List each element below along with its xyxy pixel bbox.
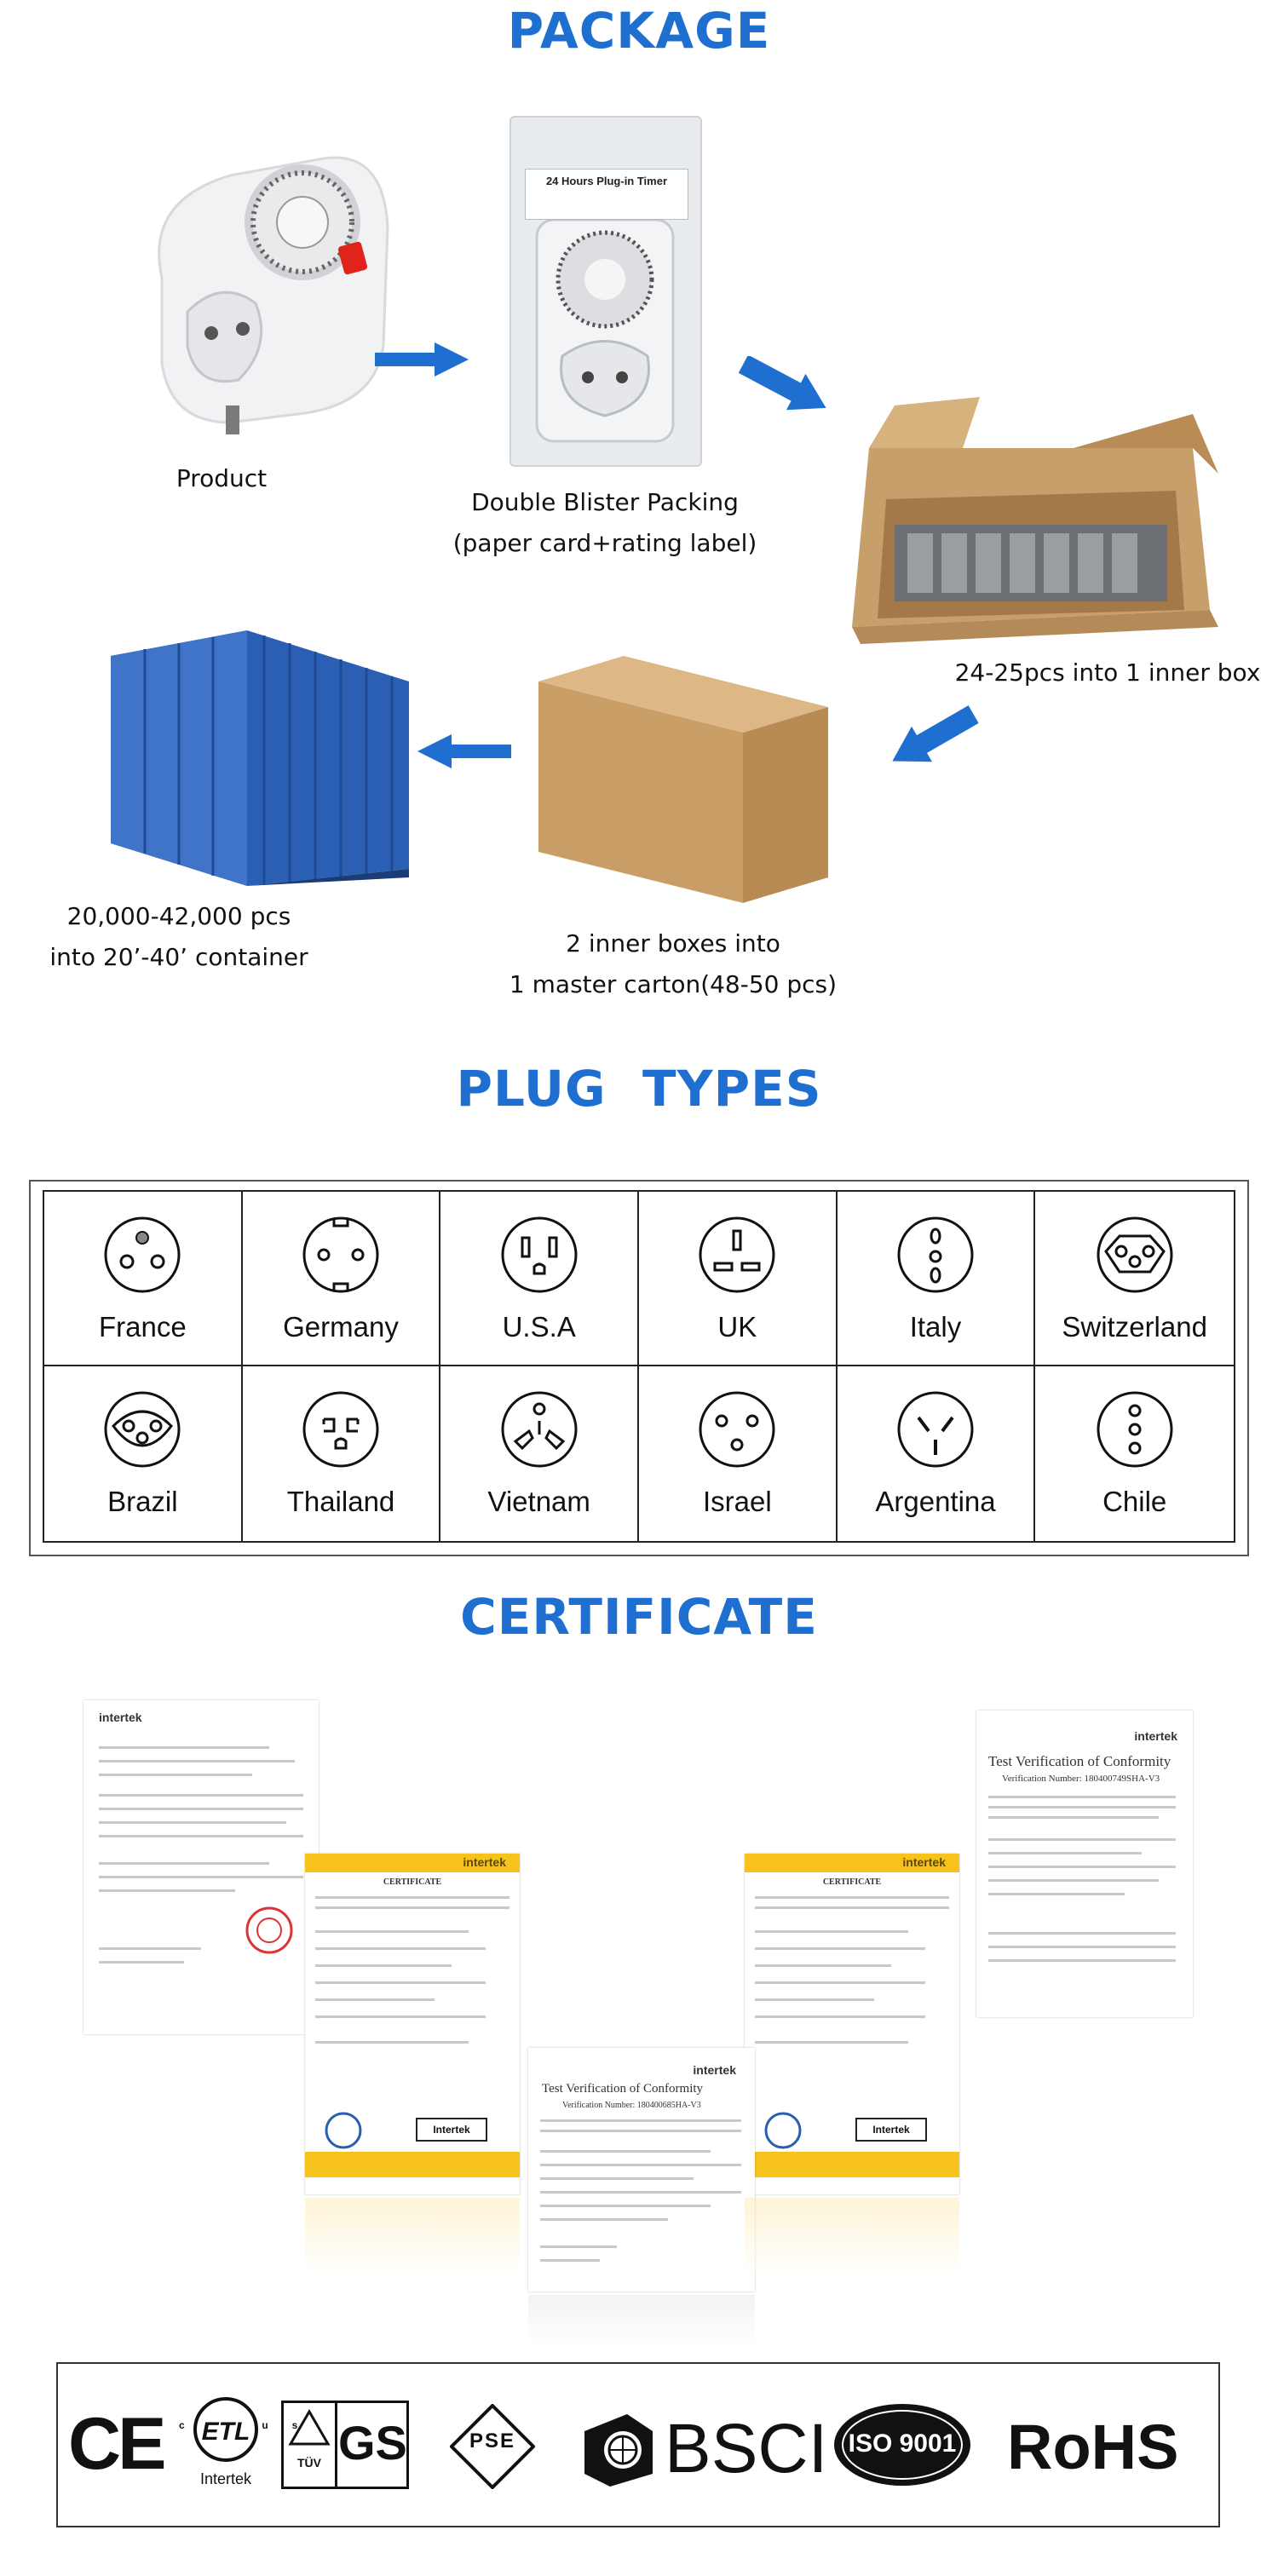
gs-mark-icon: Intertek [855,2118,927,2142]
blister-caption-line2: (paper card+rating label) [452,529,757,557]
certificate-label: CERTIFICATE [822,1877,882,1887]
plug-label: UK [717,1311,757,1343]
plug-label: Switzerland [1062,1311,1207,1343]
verification-number: Verification Number: 180400685HA-V3 [562,2101,701,2110]
arrow-right-icon [375,342,469,377]
plug-cell-vietnam: Vietnam [440,1366,639,1541]
certificate-reflection [305,2198,520,2274]
plug-france-icon [104,1216,181,1293]
plug-label: Germany [283,1311,399,1343]
plug-chile-icon [1097,1391,1173,1468]
plug-brazil-icon [104,1391,181,1468]
plug-cell-switzerland: Switzerland [1035,1192,1234,1366]
master-carton-image [530,656,837,903]
intertek-logo: intertek [1134,1729,1177,1743]
plug-cell-germany: Germany [242,1192,441,1366]
blister-caption-line1: Double Blister Packing [471,488,739,516]
gs-mark-icon: Intertek [416,2118,487,2142]
certificate-heading: CERTIFICATE [460,1588,818,1646]
verification-title: Test Verification of Conformity [988,1753,1172,1769]
verification-number: Verification Number: 180400749SHA-V3 [1002,1774,1160,1784]
certificate-doc-center: intertek Test Verification of Conformity… [528,2048,755,2291]
plug-label: Argentina [875,1486,996,1517]
plug-label: Vietnam [487,1486,590,1517]
arrow-down-left-icon [886,704,980,772]
package-heading: PACKAGE [507,2,771,60]
plug-cell-brazil: Brazil [44,1366,243,1541]
plug-germany-icon [302,1216,379,1293]
etl-mark-icon: ETL c us Intertek [179,2395,297,2498]
plug-cell-usa: U.S.A [440,1192,639,1366]
plug-label: U.S.A [502,1311,576,1343]
certification-marks-bar [56,2362,1220,2527]
plug-label: Israel [702,1486,772,1517]
container-caption-line2: into 20’-40’ container [49,943,308,971]
ce-mark-icon: CE [68,2403,166,2485]
plug-cell-israel: Israel [639,1366,838,1541]
certificate-doc-left: intertek [83,1700,319,2034]
tuv-gs-mark-icon: TÜV GS [281,2401,409,2489]
product-image [128,150,400,448]
verification-title: Test Verification of Conformity [542,2082,704,2096]
container-caption-line1: 20,000-42,000 pcs [66,902,291,930]
plug-label: France [98,1311,187,1343]
plug-label: Italy [909,1311,962,1343]
pse-mark-icon: PSE [449,2403,536,2490]
blister-pack-image: 24 Hours Plug-in Timer [509,116,702,467]
shipping-container-image [94,630,417,886]
product-caption: Product [176,464,268,492]
plug-cell-argentina: Argentina [838,1366,1036,1541]
plug-thailand-icon [302,1391,379,1468]
plug-label: Chile [1102,1486,1167,1517]
certificate-label: CERTIFICATE [383,1877,442,1887]
plug-cell-chile: Chile [1035,1366,1234,1541]
intertek-logo: intertek [902,1855,946,1869]
plug-label: Thailand [286,1486,395,1517]
plug-cell-thailand: Thailand [243,1366,441,1541]
certificate-card-right: intertek CERTIFICATE Intertek [745,1854,959,2194]
svg-text:ETL: ETL [202,2418,250,2446]
master-carton-caption-line1: 2 inner boxes into [566,929,780,957]
plug-usa-icon [501,1216,578,1293]
arrow-down-right-icon [738,356,832,416]
certificate-doc-right: intertek Test Verification of Conformity… [976,1711,1193,2017]
plug-vietnam-icon [501,1391,578,1468]
iso-9001-mark-icon: ISO 9001 [830,2401,975,2489]
plug-types-heading: PLUG TYPES [456,1060,822,1118]
plug-cell-france: France [44,1192,243,1366]
plug-italy-icon [897,1216,974,1293]
certificate-reflection [745,2198,959,2274]
plug-uk-icon [699,1216,775,1293]
plug-types-frame [29,1180,1249,1556]
plug-label: Brazil [107,1486,178,1517]
open-carton-image [835,397,1227,644]
plug-argentina-icon [897,1391,974,1468]
certificate-reflection [528,2295,755,2346]
bsci-mark-icon: BSCI [576,2406,827,2491]
plug-switzerland-icon [1097,1216,1173,1293]
plug-types-grid: France Germany U.S.A UK Italy Switzerlan… [43,1190,1235,1543]
inner-box-caption: 24-25pcs into 1 inner box [954,658,1261,687]
rohs-mark-icon: RoHS [1007,2412,1179,2482]
plug-cell-italy: Italy [837,1192,1036,1366]
master-carton-caption-line2: 1 master carton(48-50 pcs) [509,970,838,998]
plug-cell-uk: UK [639,1192,838,1366]
arrow-left-icon [417,734,511,768]
intertek-logo: intertek [693,2063,736,2077]
blister-card-title: 24 Hours Plug-in Timer [545,175,668,187]
intertek-logo: intertek [99,1711,142,1724]
plug-israel-icon [699,1391,775,1468]
intertek-logo: intertek [463,1855,506,1869]
certificate-card-left: intertek CERTIFICATE Intertek [305,1854,520,2194]
